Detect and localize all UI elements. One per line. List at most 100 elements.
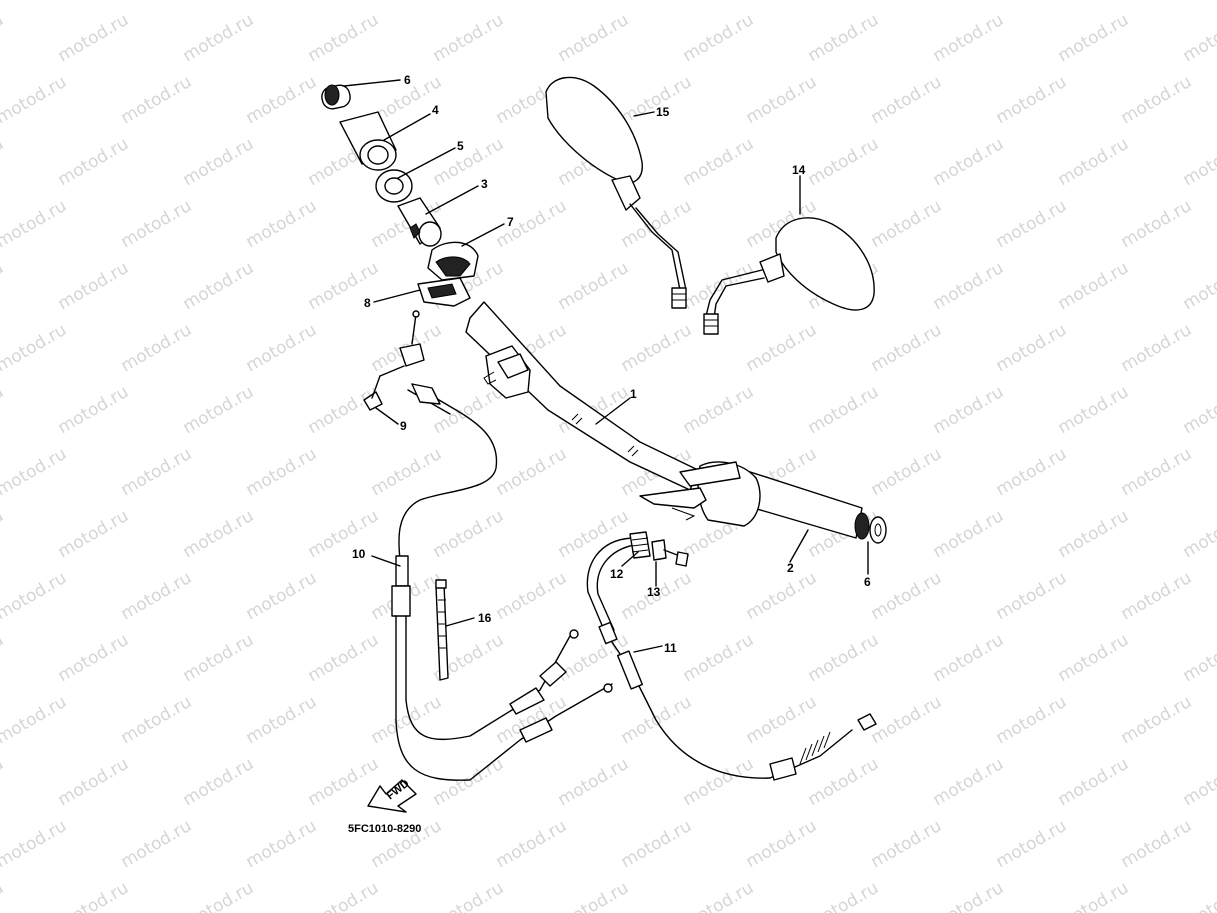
- grip-part: [639, 461, 870, 540]
- watermark-text: motod.ru: [993, 320, 1071, 376]
- watermark-text: motod.ru: [368, 0, 446, 4]
- nut-part: [651, 539, 689, 567]
- watermark-text: motod.ru: [743, 692, 821, 748]
- watermark-text: motod.ru: [180, 10, 258, 66]
- watermark-text: motod.ru: [0, 754, 7, 810]
- callout-5: 5: [457, 139, 464, 153]
- watermark-text: motod.ru: [430, 382, 508, 438]
- watermark-text: motod.ru: [243, 196, 321, 252]
- watermark-text: motod.ru: [1180, 258, 1217, 314]
- collar-part: [375, 169, 413, 203]
- callout-labels: 6 4 5 3 7 8 9 15 14 1 2 6 12 13 10 11 16…: [348, 73, 871, 835]
- adjuster-part: [629, 531, 651, 559]
- watermark-text: motod.ru: [1055, 506, 1133, 562]
- callout-2: 2: [787, 561, 794, 575]
- watermark-text: motod.ru: [743, 568, 821, 624]
- watermark-text: motod.ru: [118, 816, 196, 872]
- watermark-text: motod.ru: [118, 196, 196, 252]
- watermark-text: motod.ru: [868, 816, 946, 872]
- watermark-text: motod.ru: [180, 134, 258, 190]
- watermark-text: motod.ru: [868, 72, 946, 128]
- watermark-text: motod.ru: [680, 10, 758, 66]
- watermark-text: motod.ru: [618, 816, 696, 872]
- watermark-text: motod.ru: [1180, 506, 1217, 562]
- watermark-text: motod.ru: [55, 506, 133, 562]
- watermark-text: motod.ru: [1180, 382, 1217, 438]
- watermark-text: motod.ru: [930, 630, 1008, 686]
- watermark-text: motod.ru: [1118, 196, 1196, 252]
- watermark-text: motod.ru: [0, 382, 7, 438]
- watermark-text: motod.ru: [0, 692, 70, 748]
- watermark-text: motod.ru: [118, 320, 196, 376]
- grip-part: [339, 111, 397, 171]
- watermark-text: motod.ru: [743, 816, 821, 872]
- callout-8: 8: [364, 296, 371, 310]
- watermark-text: motod.ru: [493, 816, 571, 872]
- watermark-text: motod.ru: [805, 134, 883, 190]
- watermark-text: motod.ru: [868, 568, 946, 624]
- watermark-text: motod.ru: [1180, 878, 1217, 913]
- watermark-text: motod.ru: [55, 10, 133, 66]
- watermark-text: motod.ru: [1055, 134, 1133, 190]
- callout-7: 7: [507, 215, 514, 229]
- watermark-text: motod.ru: [243, 320, 321, 376]
- callout-15: 15: [656, 105, 670, 119]
- watermark-text: motod.ru: [118, 692, 196, 748]
- watermark-text: motod.ru: [243, 0, 321, 4]
- watermark-text: motod.ru: [555, 878, 633, 913]
- watermark-text: motod.ru: [243, 692, 321, 748]
- callout-6-upper: 6: [404, 73, 411, 87]
- watermark-text: motod.ru: [930, 754, 1008, 810]
- callout-13: 13: [647, 585, 661, 599]
- forward-direction-arrow: FWD: [367, 777, 417, 813]
- watermark-text: motod.ru: [930, 382, 1008, 438]
- watermark-text: motod.ru: [993, 816, 1071, 872]
- watermark-text: motod.ru: [618, 72, 696, 128]
- watermark-text: motod.ru: [1118, 320, 1196, 376]
- cable-tie-part: [435, 579, 449, 681]
- callout-14: 14: [792, 163, 806, 177]
- watermark-text: motod.ru: [993, 568, 1071, 624]
- watermark-text: motod.ru: [1055, 754, 1133, 810]
- watermark-text: motod.ru: [680, 754, 758, 810]
- watermark-text: motod.ru: [0, 816, 70, 872]
- watermark-text: motod.ru: [993, 692, 1071, 748]
- watermark-text: motod.ru: [1180, 134, 1217, 190]
- watermark-text: motod.ru: [368, 444, 446, 500]
- watermark-text: motod.ru: [930, 258, 1008, 314]
- watermark-text: motod.ru: [0, 134, 7, 190]
- watermark-text: motod.ru: [868, 0, 946, 4]
- watermark-text: motod.ru: [305, 10, 383, 66]
- callout-9: 9: [400, 419, 407, 433]
- watermark-text: motod.ru: [930, 10, 1008, 66]
- watermark-text: motod.ru: [55, 258, 133, 314]
- throttle-housing-lower-part: [417, 277, 471, 307]
- watermark-text: motod.ru: [55, 754, 133, 810]
- watermark-text: motod.ru: [868, 196, 946, 252]
- watermark-text: motod.ru: [243, 444, 321, 500]
- watermark-text: motod.ru: [618, 0, 696, 4]
- watermark-text: motod.ru: [430, 506, 508, 562]
- watermark-text: motod.ru: [805, 878, 883, 913]
- throttle-housing-upper-part: [427, 241, 479, 281]
- callout-3: 3: [481, 177, 488, 191]
- watermark-text: motod.ru: [743, 72, 821, 128]
- watermark-text: motod.ru: [118, 72, 196, 128]
- throttle-cable-part: [391, 383, 613, 781]
- watermark-text: motod.ru: [305, 630, 383, 686]
- watermark-text: motod.ru: [0, 878, 7, 913]
- watermark-text: motod.ru: [55, 630, 133, 686]
- watermark-text: motod.ru: [993, 0, 1071, 4]
- watermark-text: motod.ru: [930, 506, 1008, 562]
- watermark-text: motod.ru: [1055, 10, 1133, 66]
- watermark-text: motod.ru: [118, 568, 196, 624]
- watermark-text: motod.ru: [305, 506, 383, 562]
- watermark-text: motod.ru: [555, 506, 633, 562]
- watermark-text: motod.ru: [430, 10, 508, 66]
- watermark-text: motod.ru: [118, 444, 196, 500]
- watermark-text: motod.ru: [430, 878, 508, 913]
- watermark-text: motod.ru: [0, 258, 7, 314]
- watermark-text: motod.ru: [180, 382, 258, 438]
- watermark-text: motod.ru: [0, 196, 70, 252]
- watermark-text: motod.ru: [1118, 568, 1196, 624]
